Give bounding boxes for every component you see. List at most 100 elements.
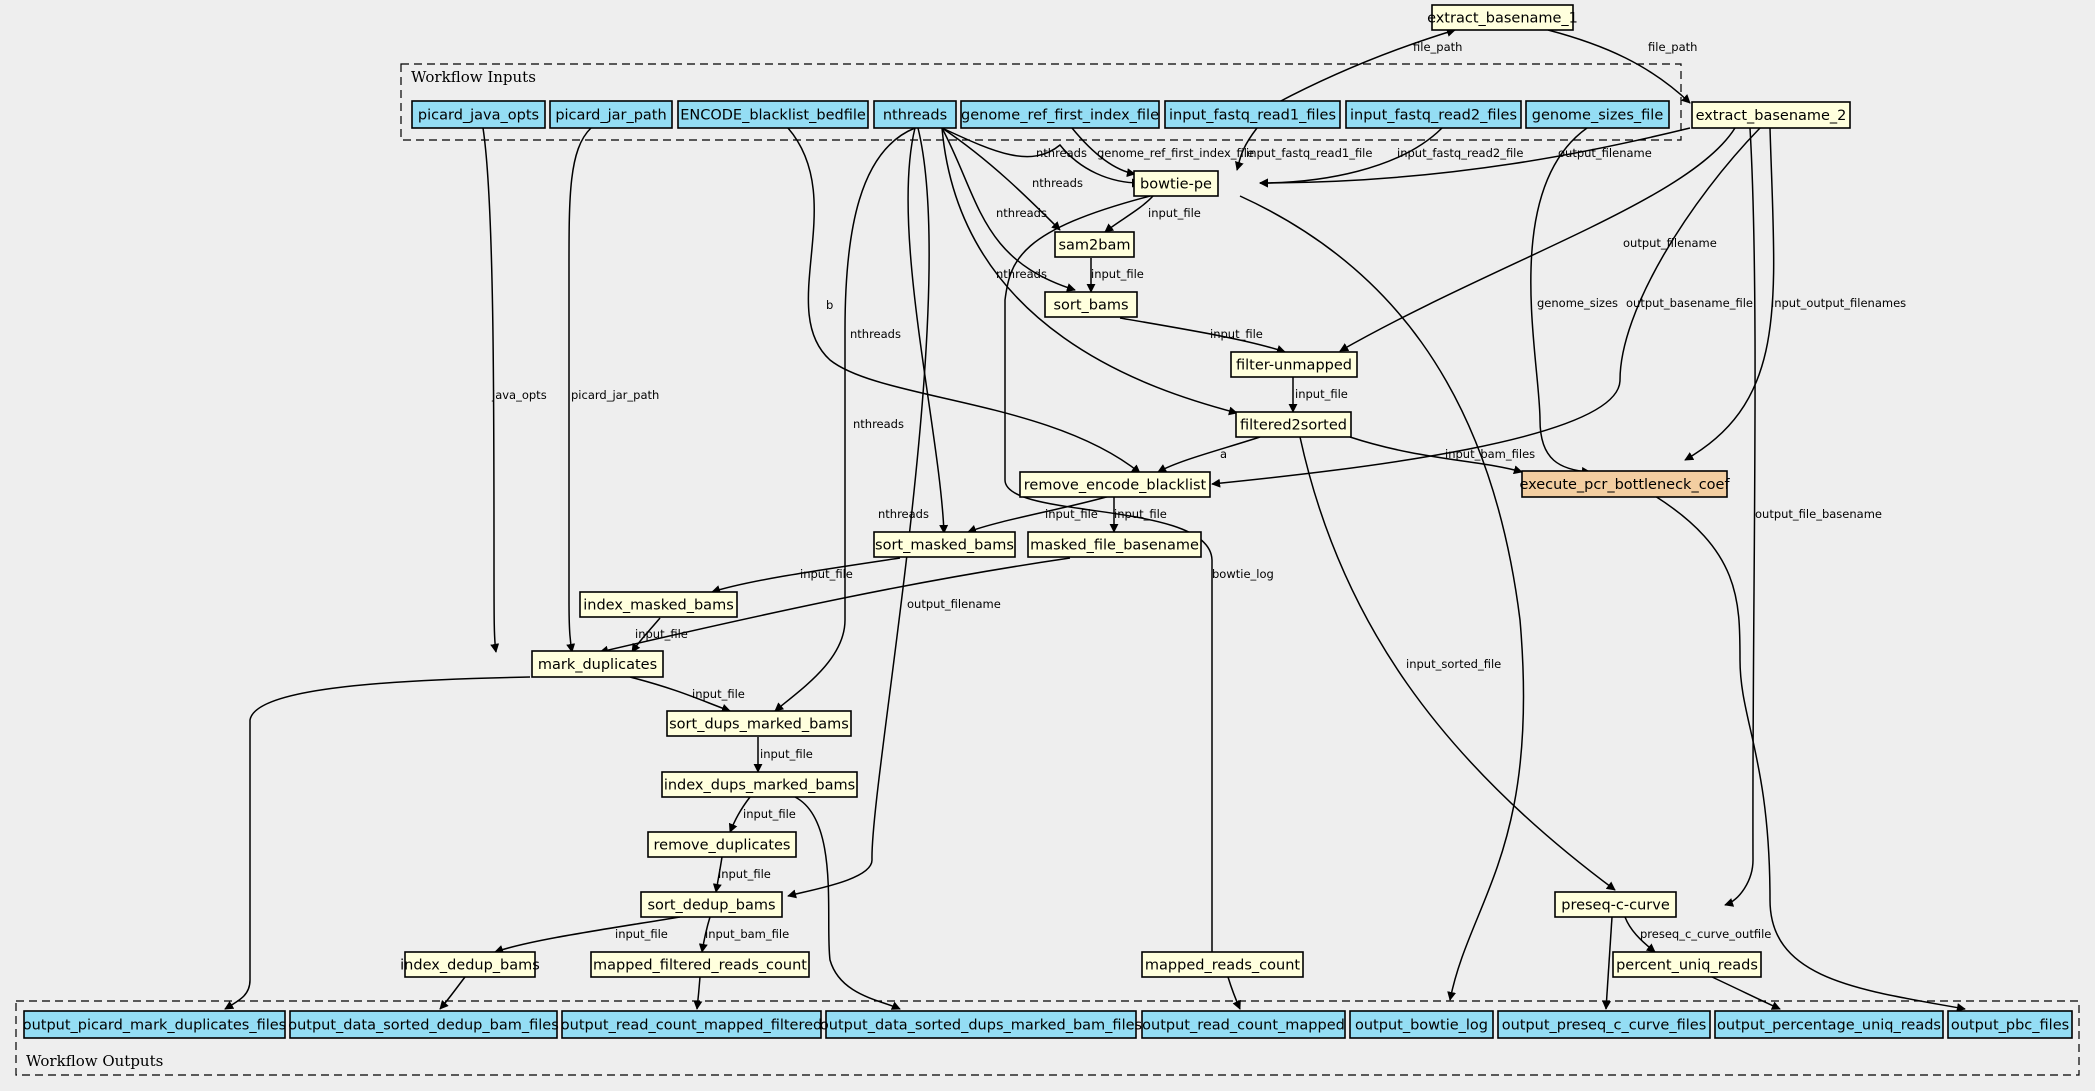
node-label: mapped_reads_count [1145, 958, 1300, 974]
node-box [666, 710, 852, 737]
node-box [825, 1010, 1137, 1039]
edge-markdup-to-sortdups [629, 676, 731, 713]
node-output-pbc-files: output_pbc_files [1947, 1010, 2073, 1039]
node-genome-ref-first-index-file: genome_ref_first_index_file [960, 100, 1160, 129]
edge-blacklist-to-remove [787, 127, 1141, 474]
nodes: extract_basename_1extract_basename_2pica… [23, 4, 2073, 1039]
edge-label-preseq-outfile: preseq_c_curve_outfile [1640, 927, 1771, 941]
node-box [873, 531, 1016, 558]
edge-nthreads-to-sam2bam [941, 127, 1061, 231]
edge-label-input-bam-file: input_bam_file [705, 927, 789, 941]
node-box [1554, 891, 1677, 918]
edge-nthreads-to-filtered2sorted [941, 127, 1238, 416]
edge-extract2-to-bowtie [1259, 127, 1691, 188]
edge-filtered2sorted-to-pcr [1349, 436, 1523, 475]
node-label: preseq-c-curve [1561, 898, 1670, 914]
edge-nthreads-to-bowtie [941, 127, 1141, 188]
node-label: mark_duplicates [538, 657, 657, 673]
node-label: output_read_count_mapped_filtered [561, 1018, 822, 1034]
edge-remove-to-sortmasked [967, 495, 1111, 534]
node-label: sort_masked_bams [875, 538, 1014, 554]
node-label: output_bowtie_log [1355, 1018, 1488, 1034]
node-label: output_data_sorted_dedup_bam_files [288, 1018, 559, 1034]
node-box [960, 100, 1160, 129]
node-label: sort_dups_marked_bams [669, 717, 849, 733]
edge-label-input-file-maskedbasename: input_file [1114, 507, 1167, 521]
edge-label-input-file-indexdups: input_file [760, 747, 813, 761]
node-output-preseq-c-curve-files: output_preseq_c_curve_files [1497, 1010, 1711, 1039]
node-index-dups-marked-bams: index_dups_marked_bams [661, 771, 858, 798]
node-label: ENCODE_blacklist_bedfile [680, 108, 866, 124]
node-output-percentage-uniq-reads: output_percentage_uniq_reads [1714, 1010, 1944, 1039]
node-filtered2sorted: filtered2sorted [1235, 411, 1352, 438]
node-box [1164, 100, 1341, 129]
node-box [579, 591, 738, 618]
node-label: percent_uniq_reads [1616, 958, 1758, 974]
node-label: input_fastq_read1_files [1169, 108, 1336, 124]
node-nthreads: nthreads [873, 100, 957, 129]
node-sort-dups-marked-bams: sort_dups_marked_bams [666, 710, 852, 737]
edge-label-input-file-removedup: input_file [743, 807, 796, 821]
edge-mappedfiltered-to-output [693, 976, 703, 1010]
edge-sortmasked-to-indexmasked [711, 557, 901, 594]
node-output-data-sorted-dups-marked-bam-files: output_data_sorted_dups_marked_bam_files [820, 1010, 1142, 1039]
edge-removedup-to-sortdedup [712, 856, 723, 893]
node-output-picard-mark-duplicates-files: output_picard_mark_duplicates_files [23, 1010, 287, 1039]
node-label: genome_sizes_file [1532, 108, 1664, 124]
node-box [549, 100, 673, 129]
edge-percentuniq-to-output [1711, 976, 1781, 1010]
node-label: mapped_filtered_reads_count [593, 958, 807, 974]
node-extract-basename-1: extract_basename_1 [1427, 4, 1578, 31]
node-box [1691, 101, 1851, 129]
edge-genomeref-to-bowtie [1071, 127, 1136, 178]
edge-filtered2sorted-to-preseq [1299, 436, 1616, 891]
node-box [289, 1010, 558, 1039]
edge-label-genome-sizes: genome_sizes [1537, 296, 1618, 310]
edge-indexdups-to-output-dupsmarked [794, 796, 901, 1010]
edge-label-genome-ref: genome_ref_first_index_file [1097, 146, 1254, 160]
edge-label-input-file-sam2bam: input_file [1148, 206, 1201, 220]
node-box [1612, 951, 1762, 978]
node-index-dedup-bams: index_dedup_bams [400, 951, 540, 978]
edge-label-java-opts: java_opts [491, 388, 547, 402]
edge-filtered2sorted-to-remove [1157, 436, 1261, 473]
node-index-masked-bams: index_masked_bams [579, 591, 738, 618]
edge-sortdedup-to-mappedfiltered [698, 916, 711, 953]
edge-label-input-file-sortdups: input_file [692, 687, 745, 701]
node-box [640, 891, 783, 918]
edge-label-read2: input_fastq_read2_file [1397, 146, 1523, 160]
node-label: output_picard_mark_duplicates_files [23, 1018, 287, 1034]
node-box [411, 100, 546, 129]
edge-label-output-file-basename: output_file_basename [1755, 507, 1882, 521]
node-sort-masked-bams: sort_masked_bams [873, 531, 1016, 558]
node-filter-unmapped: filter-unmapped [1230, 351, 1358, 378]
node-label: remove_encode_blacklist [1024, 478, 1207, 494]
edge-javaopts-to-markdup [482, 127, 500, 653]
node-box [1947, 1010, 2073, 1039]
edge-label-file-path-2: file_path [1648, 40, 1697, 54]
node-box [677, 100, 869, 129]
node-box [531, 650, 664, 678]
node-label: filtered2sorted [1240, 418, 1347, 434]
node-mapped-reads-count: mapped_reads_count [1141, 951, 1304, 978]
node-box [1133, 170, 1219, 197]
node-label: picard_jar_path [555, 108, 666, 124]
edge-jarpath-to-markdup [566, 127, 592, 653]
node-label: index_masked_bams [583, 598, 734, 614]
edge-label-input-file-sortbams: input_file [1091, 267, 1144, 281]
node-output-read-count-mapped: output_read_count_mapped [1141, 1010, 1346, 1039]
edge-label-input-file-sortdedup: input_file [718, 867, 771, 881]
node-box [1714, 1010, 1944, 1039]
node-box [1054, 231, 1135, 258]
node-masked-file-basename: masked_file_basename [1027, 531, 1202, 558]
node-picard-jar-path: picard_jar_path [549, 100, 673, 129]
node-remove-duplicates: remove_duplicates [647, 831, 797, 858]
node-box [1141, 1010, 1346, 1039]
edge-label-nthreads-sortbams: nthreads [996, 206, 1047, 220]
node-box [1525, 100, 1670, 129]
edge-bowtie-to-mappedreadscount [1004, 195, 1217, 961]
node-mapped-filtered-reads-count: mapped_filtered_reads_count [590, 951, 810, 978]
edge-label-a: a [1220, 447, 1227, 461]
node-label: index_dedup_bams [400, 958, 540, 974]
edge-markdup-to-output-picard [224, 676, 531, 1010]
